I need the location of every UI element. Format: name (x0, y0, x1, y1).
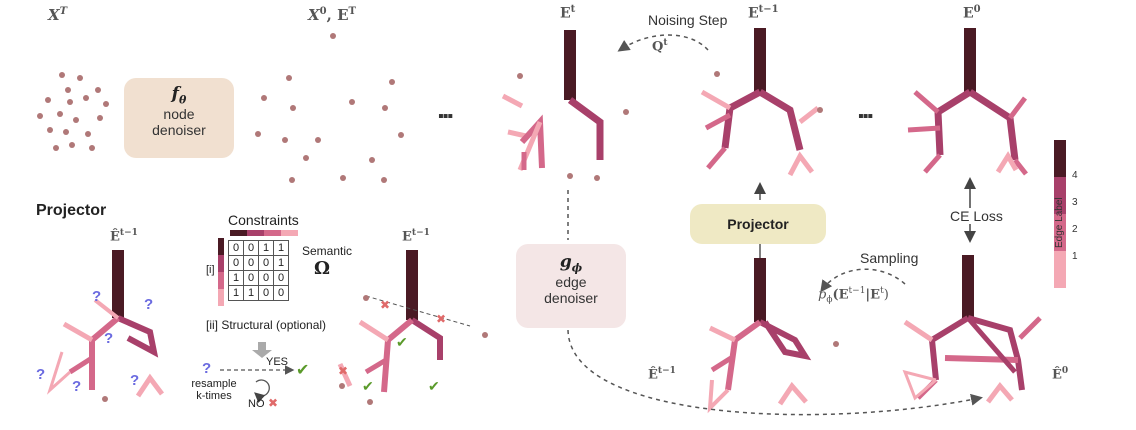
question-mark-4: ? (36, 366, 46, 383)
ellipsis-1: ▪▪▪ (438, 108, 453, 125)
label-x0-eT: X0, ET (308, 6, 356, 24)
edge-denoiser-line2: denoiser (544, 290, 598, 307)
edge-denoiser-box: gϕ edge denoiser (516, 244, 626, 328)
sampling-formula: pϕ(Et−1|Et) (818, 286, 889, 305)
noise-node-cloud (37, 72, 109, 151)
label-xT: XT (48, 6, 68, 24)
label-et-minus-1: Et−1 (748, 4, 779, 22)
noising-q: Qt (652, 38, 668, 55)
sampling-label: Sampling (860, 250, 919, 266)
legend-tick-4: 4 (1072, 170, 1078, 181)
ce-loss-label: CE Loss (948, 208, 1005, 224)
node-denoiser-line1: node (163, 106, 195, 123)
label-et: Et (560, 4, 576, 22)
label-hat-et-minus-1: Êt−1 (648, 366, 676, 383)
constraint-item-ii: [ii] Structural (optional) (206, 318, 327, 332)
node-denoiser-box: fθ node denoiser (124, 78, 234, 158)
question-mark-3: ? (104, 330, 114, 347)
question-mark-6: ? (130, 372, 140, 389)
cross-icon-2: ✖ (436, 312, 447, 326)
constraints-title: Constraints (228, 212, 299, 228)
graph-et-minus-1 (700, 28, 820, 177)
check-icon-1: ✔ (396, 334, 408, 350)
cross-no-icon: ✖ (268, 396, 279, 410)
node-denoiser-line2: denoiser (152, 122, 206, 139)
label-e0: E0 (963, 4, 981, 22)
long-dashed-arrow (567, 329, 983, 416)
ellipsis-2: ▪▪▪ (858, 108, 873, 125)
node-denoiser-symbol: fθ (171, 84, 187, 107)
graph-hat-et-minus-1 (707, 258, 812, 414)
graph-e0 (907, 28, 1028, 176)
check-icon-3: ✔ (428, 378, 440, 394)
semantic-label: Semantic (302, 244, 353, 258)
legend-swatch-2 (1054, 214, 1066, 251)
question-mark-2: ? (144, 296, 154, 313)
proj-left-graph (46, 250, 164, 398)
noising-arrow (617, 34, 709, 52)
constraint-item-i: [i] (206, 264, 215, 276)
edge-denoiser-line1: edge (555, 274, 587, 291)
legend-tick-2: 2 (1072, 224, 1078, 235)
constraints-side-bar (218, 238, 224, 306)
resample-label: resample k-times (191, 378, 237, 402)
no-label: NO (248, 398, 265, 410)
proj-left-label: Êt−1 (110, 228, 138, 245)
check-yes-icon: ✔ (296, 362, 310, 379)
yes-label: YES (266, 356, 289, 368)
cross-icon-3: ✖ (338, 364, 349, 378)
legend-tick-1: 1 (1072, 251, 1078, 262)
legend-tick-3: 3 (1072, 197, 1078, 208)
proj-right-graph (337, 250, 471, 393)
legend-title: Edge Label (1054, 197, 1065, 248)
denoised-node-set (255, 33, 404, 183)
legend-swatch-1 (1054, 251, 1066, 288)
noising-step-label: Noising Step (648, 12, 728, 28)
legend-swatch-3 (1054, 177, 1066, 214)
edge-label-legend (1054, 140, 1066, 288)
edge-denoiser-symbol: gϕ (559, 252, 583, 275)
projector-panel-title: Projector (36, 202, 107, 219)
legend-swatch-4 (1054, 140, 1066, 177)
sampling-arrow (820, 268, 906, 293)
check-icon-2: ✔ (362, 378, 374, 394)
omega-symbol: Ω (314, 258, 331, 279)
label-hat-e0: Ê0 (1052, 366, 1069, 383)
question-mark-flow: ? (202, 360, 212, 377)
graph-et (501, 30, 604, 171)
graph-hat-e0 (902, 255, 1042, 404)
question-mark-1: ? (92, 288, 102, 305)
proj-right-label: Et−1 (402, 228, 430, 245)
question-mark-5: ? (72, 378, 82, 395)
cross-icon-1: ✖ (380, 298, 391, 312)
constraints-color-bar (230, 230, 298, 236)
projector-box: Projector (690, 204, 826, 244)
